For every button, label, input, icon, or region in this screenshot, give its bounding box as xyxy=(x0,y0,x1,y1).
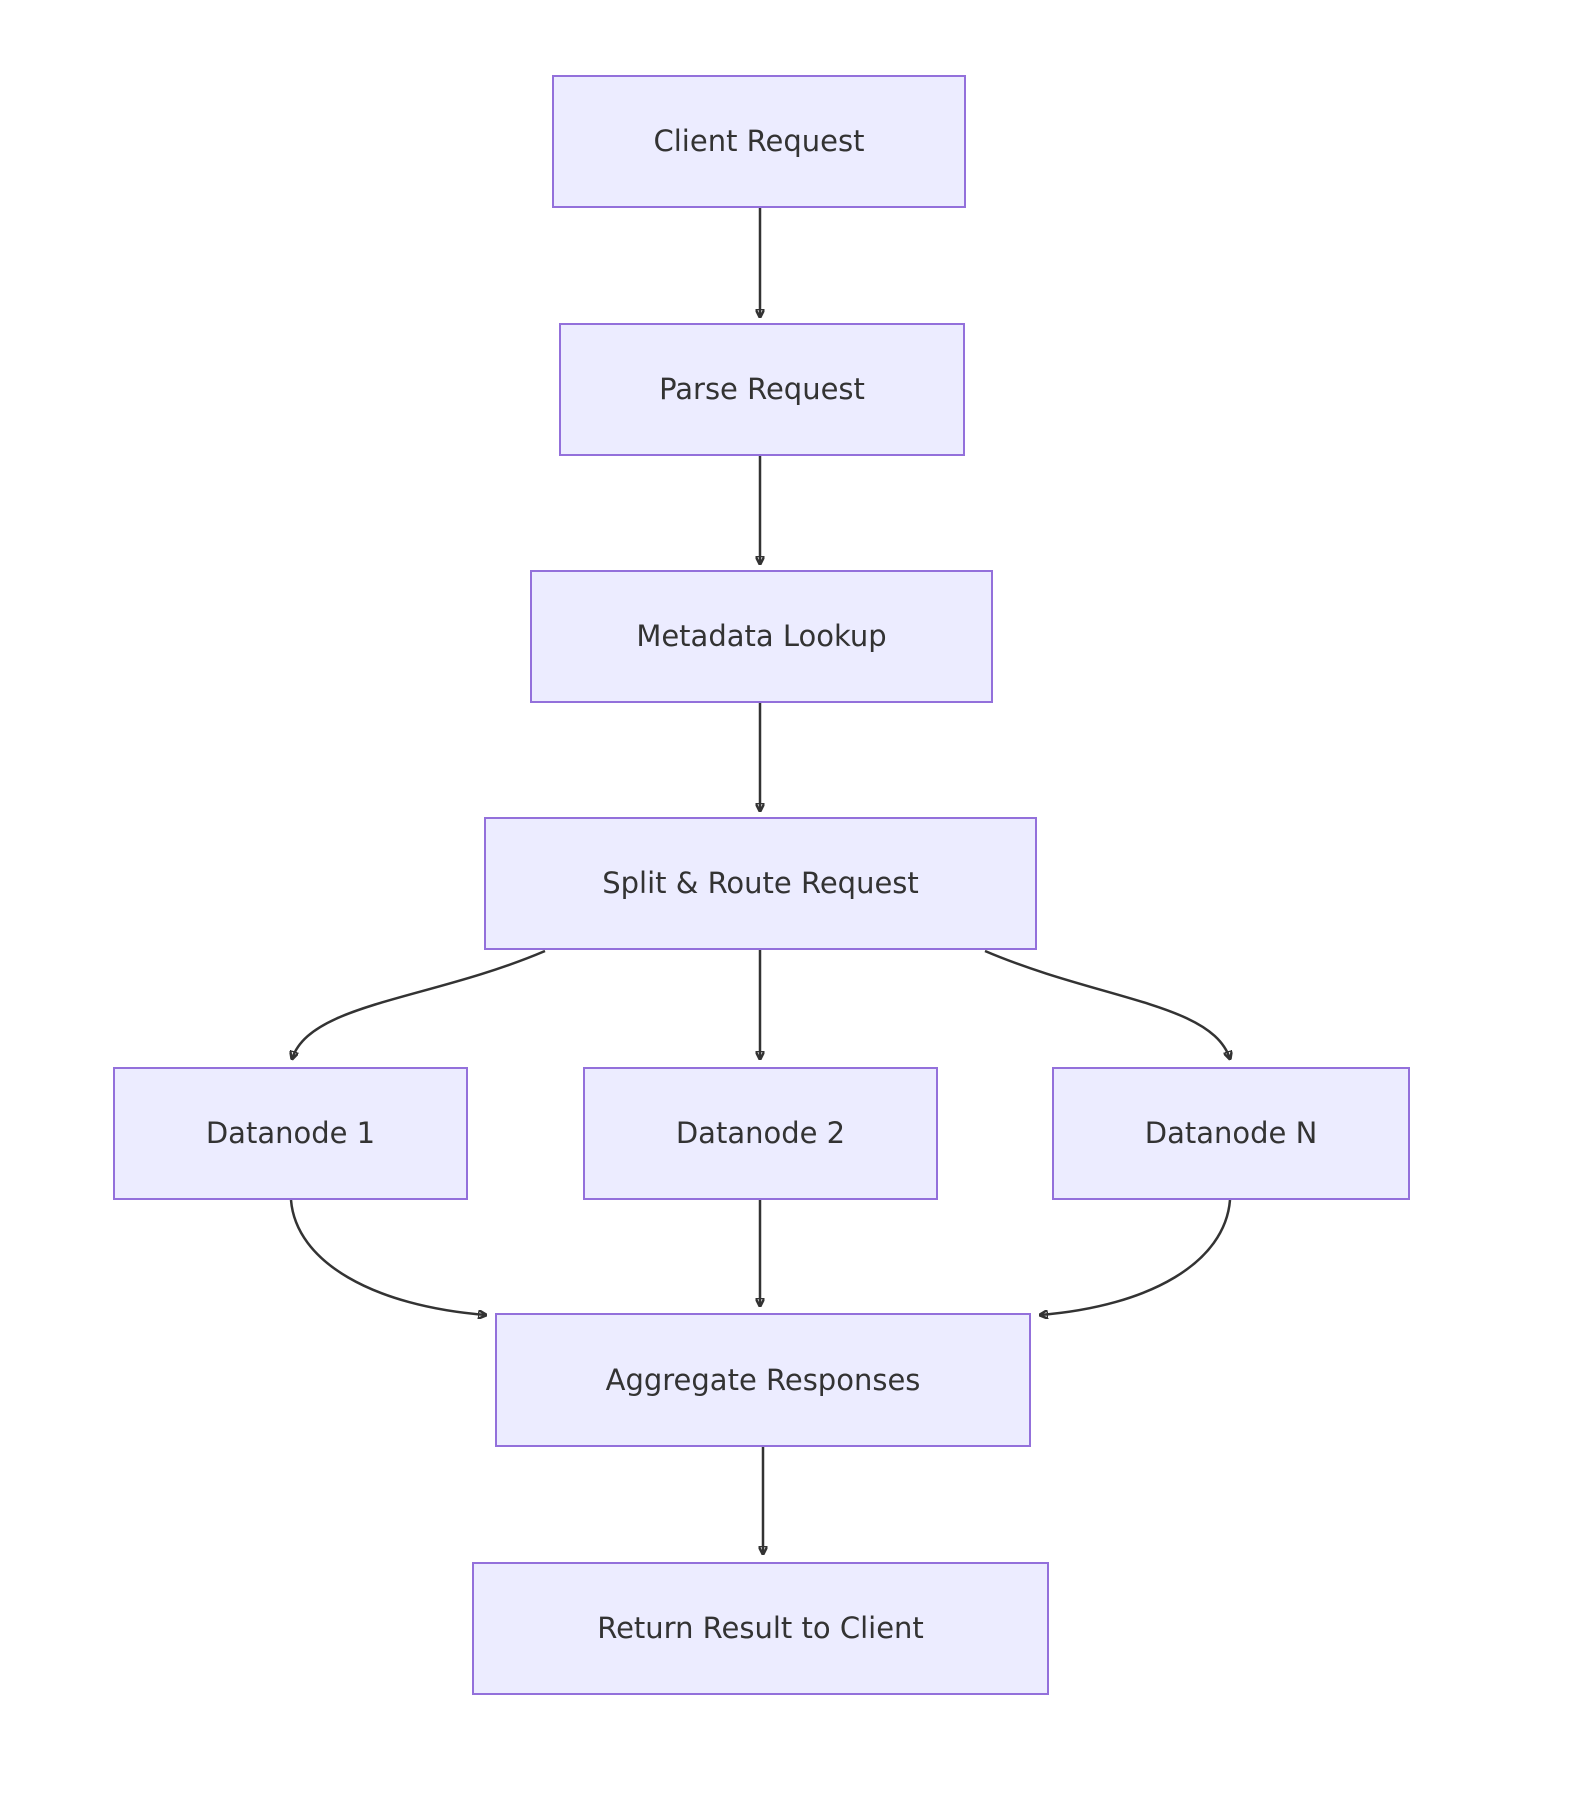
node-client-request-label: Client Request xyxy=(653,124,865,159)
node-aggregate-responses: Aggregate Responses xyxy=(495,1313,1031,1447)
node-metadata-lookup: Metadata Lookup xyxy=(530,570,993,703)
edge-datanode1-to-aggregate xyxy=(289,1199,486,1315)
node-split-route-request-label: Split & Route Request xyxy=(602,866,919,901)
node-return-result-to-client-label: Return Result to Client xyxy=(597,1611,924,1646)
edge-split-to-datanode1 xyxy=(292,949,546,1059)
node-return-result-to-client: Return Result to Client xyxy=(472,1562,1049,1695)
node-aggregate-responses-label: Aggregate Responses xyxy=(605,1362,921,1397)
node-datanode-1-label: Datanode 1 xyxy=(205,1116,376,1151)
node-datanode-2-label: Datanode 2 xyxy=(675,1116,846,1151)
node-metadata-lookup-label: Metadata Lookup xyxy=(636,619,887,654)
node-client-request: Client Request xyxy=(552,75,966,208)
node-datanode-1: Datanode 1 xyxy=(113,1067,468,1200)
edge-split-to-datanoden xyxy=(984,949,1230,1059)
node-split-route-request: Split & Route Request xyxy=(484,817,1037,950)
node-parse-request: Parse Request xyxy=(559,323,965,456)
node-parse-request-label: Parse Request xyxy=(659,372,865,407)
node-datanode-n: Datanode N xyxy=(1052,1067,1410,1200)
edge-datanoden-to-aggregate xyxy=(1040,1199,1232,1315)
node-datanode-2: Datanode 2 xyxy=(583,1067,938,1200)
node-datanode-n-label: Datanode N xyxy=(1144,1116,1318,1151)
